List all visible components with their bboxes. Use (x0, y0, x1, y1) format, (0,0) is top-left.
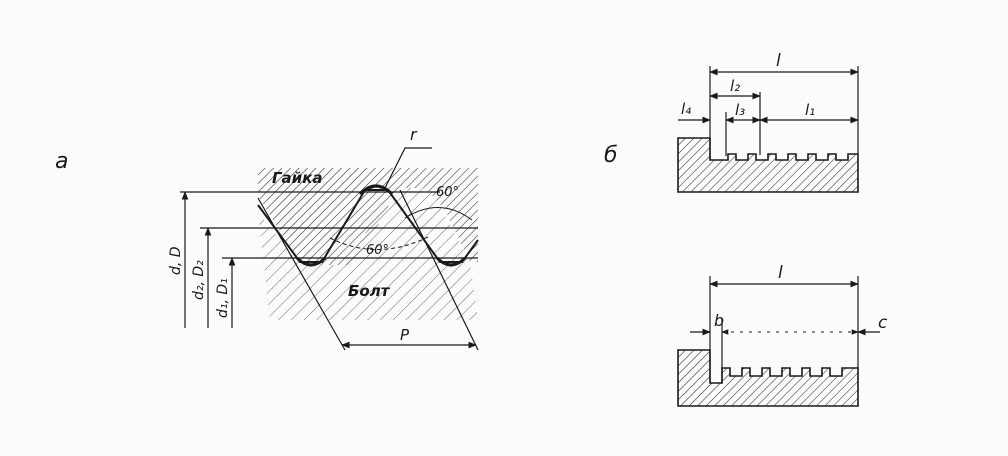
radius-leader (383, 147, 432, 191)
dim-pitch-label: d₂, D₂ (191, 260, 207, 300)
radius-label: r (410, 125, 418, 144)
dim-major-label: d, D (168, 246, 184, 275)
angle-profile-label: 60° (366, 243, 389, 258)
flank-extension-left (257, 197, 346, 351)
top-l1-label: l₁ (805, 101, 815, 119)
pitch-label: P (400, 326, 410, 344)
panel-a-thread-profile (180, 147, 479, 351)
top-l4-label: l₄ (681, 100, 691, 118)
bottom-c-label: c (878, 313, 888, 333)
dim-minor-label: d₁, D₁ (215, 278, 231, 318)
top-l-label: l (776, 51, 781, 71)
top-part-section (677, 137, 859, 193)
bolt-section (258, 188, 478, 320)
top-angle-arc (404, 207, 473, 221)
bolt-label: Болт (348, 282, 391, 300)
root-radius-left (295, 256, 327, 267)
bottom-l-label: l (778, 263, 783, 283)
root-radius-right (435, 256, 467, 267)
panel-b-top-part (677, 66, 859, 193)
angle-top-label: 60° (436, 185, 459, 200)
bottom-b-label: b (714, 311, 724, 330)
bottom-part-section (677, 349, 859, 407)
nut-label: Гайка (272, 169, 323, 187)
profile-angle-arc (329, 235, 431, 250)
flank-extension-right (399, 189, 479, 351)
panel-b-label: б (604, 143, 618, 168)
panel-b-bottom-part (677, 276, 880, 407)
top-l2-label: l₂ (730, 77, 740, 95)
panel-a-label: а (55, 149, 68, 174)
top-l3-label: l₃ (735, 101, 745, 119)
